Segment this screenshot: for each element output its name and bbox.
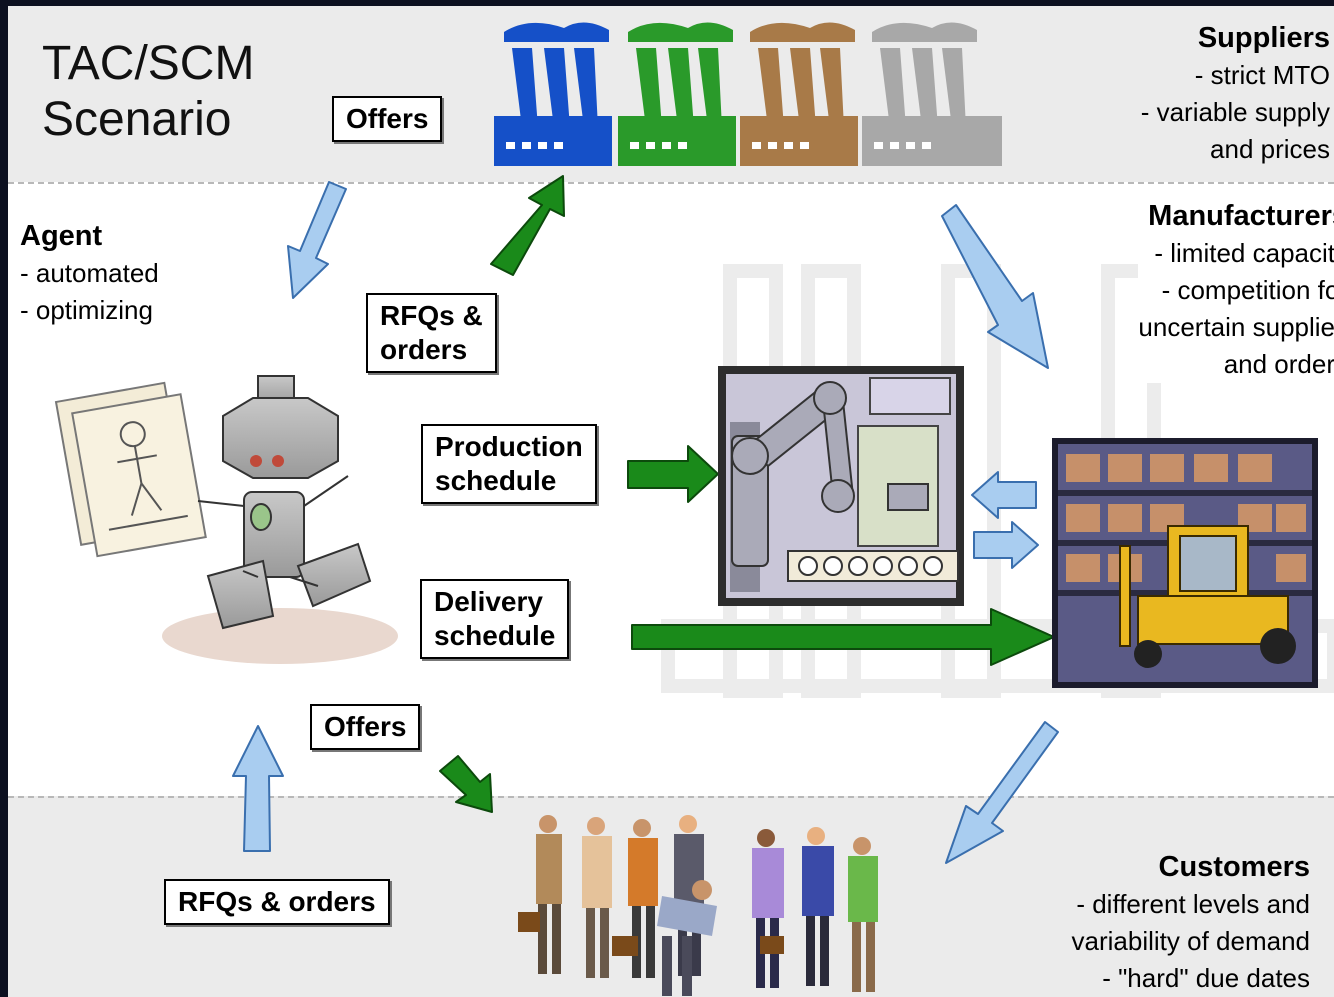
blue-arrow-offers-to-agent	[287, 181, 347, 299]
rfq-bottom-label: RFQs & orders	[178, 886, 376, 917]
customers-line-2: variability of demand	[1071, 926, 1310, 956]
diagram-graphics	[54, 22, 1334, 996]
customers-line-3: - "hard" due dates	[1102, 963, 1310, 993]
agent-item-2: - optimizing	[20, 295, 153, 325]
customers-heading: Customers	[1158, 851, 1311, 883]
rfq-top-line-2: orders	[380, 334, 468, 365]
manufacturers-heading: Manufacturers	[1148, 200, 1334, 232]
manufacturers-line-3: uncertain supplies	[1138, 312, 1334, 342]
supplier-factories-icon	[494, 22, 1002, 166]
robot-agent-icon	[54, 375, 398, 664]
delivery-line-1: Delivery	[434, 586, 543, 617]
scenario-slide: TAC/SCM Scenario Offers RFQs & orders Pr…	[8, 6, 1334, 997]
manufacturers-line-4: and orders	[1223, 349, 1334, 379]
blue-arrow-warehouse-to-customers	[945, 721, 1059, 864]
production-schedule-box: Production schedule	[421, 424, 597, 504]
suppliers-line-1: - strict MTO	[1194, 60, 1330, 90]
blue-arrow-arrow-to-warehouse-left	[971, 471, 1037, 519]
production-line-2: schedule	[435, 465, 557, 496]
offers-bottom-label: Offers	[324, 711, 407, 742]
offers-top-label: Offers	[346, 103, 429, 134]
customers-line-1: - different levels and	[1076, 889, 1310, 919]
customers-description: Customers - different levels and variabi…	[1072, 849, 1310, 997]
rfq-top-line-1: RFQs &	[380, 300, 483, 331]
offers-top-box: Offers	[332, 96, 443, 142]
title-line-1: TAC/SCM	[42, 37, 255, 90]
rfq-top-box: RFQs & orders	[366, 293, 497, 373]
top-divider	[8, 182, 1334, 184]
agent-item-1: - automated	[20, 258, 159, 288]
green-arrow-production	[627, 445, 719, 503]
suppliers-line-3: and prices	[1210, 134, 1330, 164]
agent-description: Agent - automated - optimizing	[20, 218, 159, 329]
title-line-2: Scenario	[42, 93, 232, 146]
blue-arrow-arrow-to-factory-right	[973, 521, 1039, 569]
agent-heading: Agent	[20, 220, 103, 252]
manufacturers-description: Manufacturers - limited capacity - compe…	[1138, 198, 1334, 383]
green-arrow-offers-to-customers	[439, 755, 493, 813]
rfq-bottom-box: RFQs & orders	[164, 879, 390, 925]
production-line-1: Production	[435, 431, 583, 462]
warehouse-forklift-icon	[1052, 438, 1318, 688]
customers-crowd-icon	[518, 815, 878, 996]
green-arrow-delivery	[631, 608, 1055, 666]
suppliers-line-2: - variable supply	[1140, 97, 1330, 127]
blue-arrow-suppliers-to-factory	[941, 204, 1049, 369]
suppliers-heading: Suppliers	[1197, 22, 1330, 54]
green-arrow-rfq-to-suppliers	[490, 175, 565, 276]
manufacturers-line-2: - competition for	[1161, 275, 1334, 305]
delivery-line-2: schedule	[434, 620, 556, 651]
page-title: TAC/SCM Scenario	[42, 36, 342, 148]
offers-bottom-box: Offers	[310, 704, 421, 750]
suppliers-description: Suppliers - strict MTO - variable supply…	[1141, 20, 1330, 168]
delivery-schedule-box: Delivery schedule	[420, 579, 570, 659]
bottom-divider	[8, 796, 1334, 798]
manufacturers-line-1: - limited capacity	[1154, 238, 1334, 268]
blue-arrow-customers-to-agent	[232, 725, 284, 852]
factory-robot-arm-icon	[718, 366, 964, 606]
